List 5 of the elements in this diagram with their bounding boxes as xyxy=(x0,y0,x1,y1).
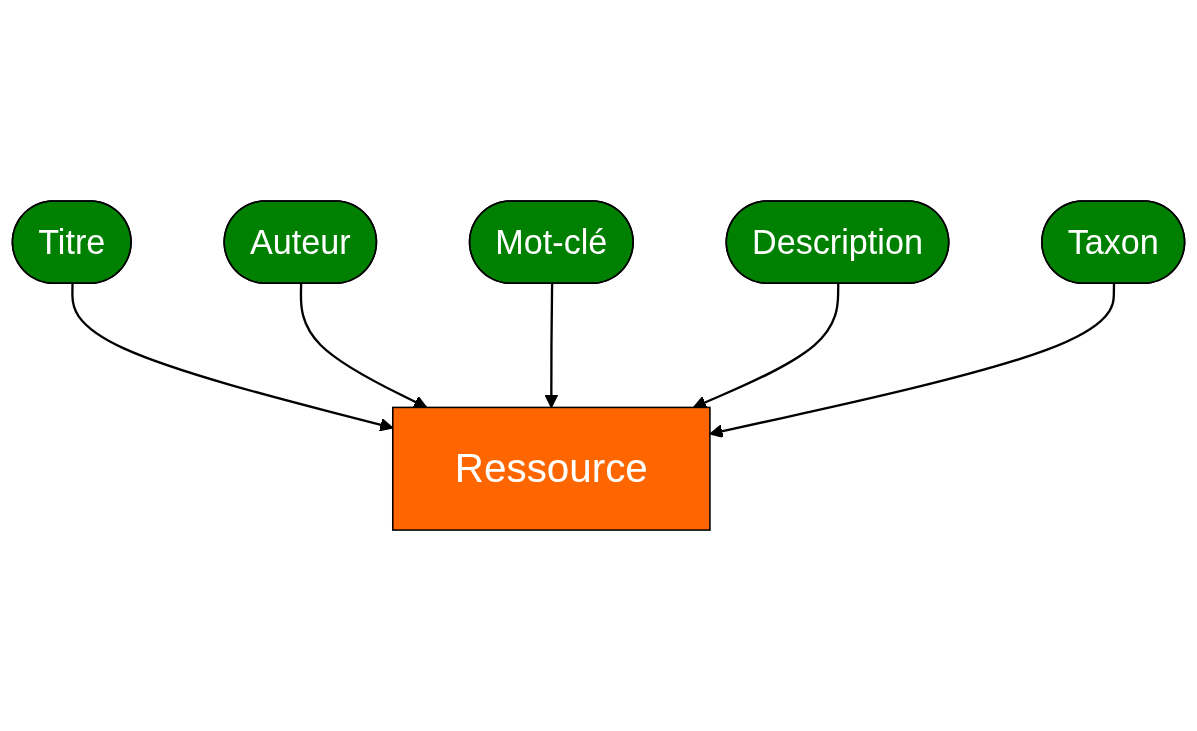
arrow xyxy=(544,283,559,409)
arrow xyxy=(692,283,840,409)
node-box: Ressource xyxy=(392,406,711,531)
arrow xyxy=(299,283,428,409)
arrow xyxy=(709,283,1116,438)
